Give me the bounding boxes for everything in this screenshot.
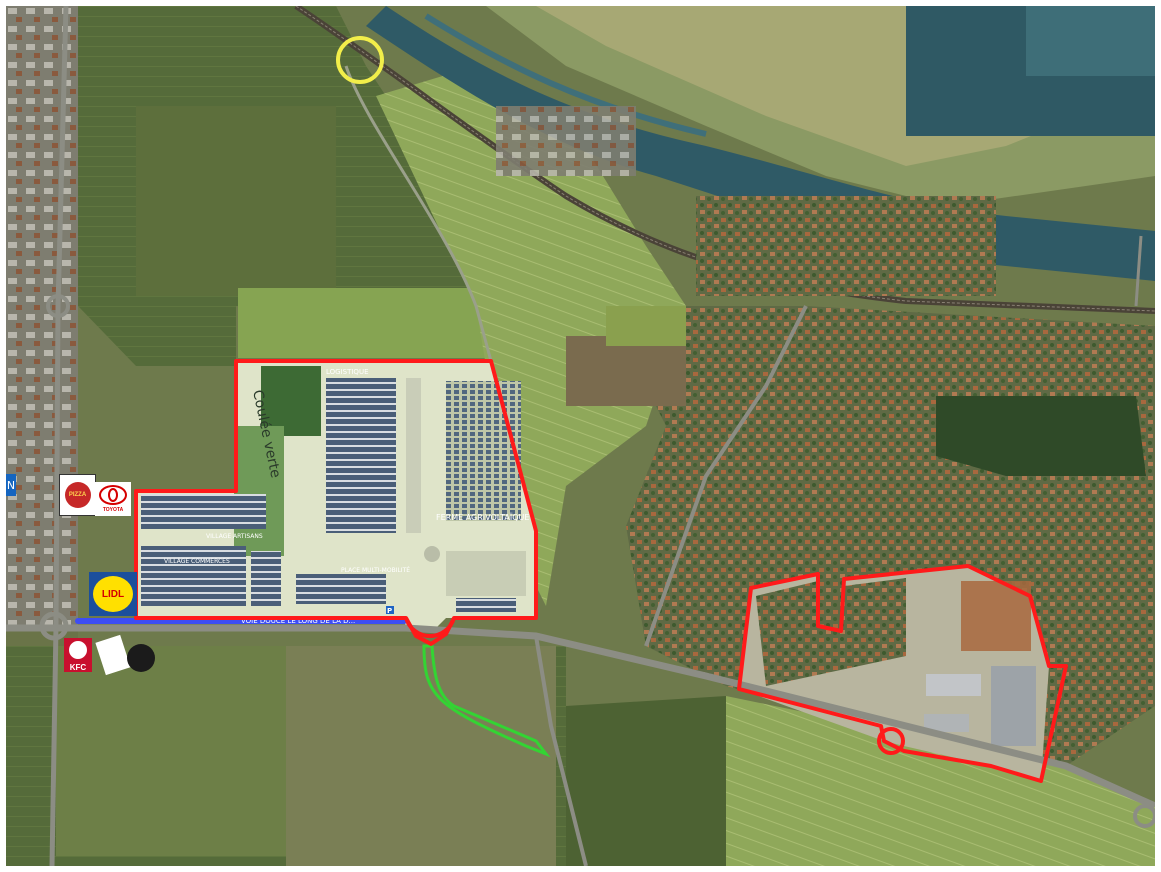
toyota-logo-icon: TOYOTA [95,482,131,516]
access-path [422,644,551,758]
parking-icon: P [387,607,392,615]
lidl-logo-circle: LIDL [93,576,133,612]
label-commerce-village: VILLAGE COMMERCES [164,558,230,565]
roundabout-boundary [404,617,456,638]
pizza-logo-icon: PIZZA [59,474,96,516]
round-brand-logo-icon [127,644,155,672]
label-greenway: VOIE DOUCE LE LONG DE LA D... [241,617,355,625]
toyota-emblem-icon [99,485,127,505]
aerial-imagery: VOIE DOUCE LE LONG DE LA D... Coulée ver… [6,6,1155,866]
kfc-logo-text: KFC [69,662,87,672]
label-agrivoltaic-farm: FERME AGRIVOLTAÏQUE [436,512,529,522]
pizza-logo-mark: PIZZA [64,482,91,508]
label-artisan-village: VILLAGE ARTISANS [206,533,263,540]
toyota-logo-text: TOYOTA [102,507,124,513]
pizza-logo-text: PIZZA [68,492,87,498]
lidl-logo-text: LIDL [101,588,125,600]
project-boundary-west [134,359,538,646]
label-mobility-hub: PLACE MULTI-MOBILITÉ [341,566,410,574]
aerial-site-map: VOIE DOUCE LE LONG DE LA D... Coulée ver… [6,6,1155,866]
kfc-colonel-icon [67,638,89,661]
label-logistics: LOGISTIQUE [326,368,369,376]
brand-sign-icon: N [6,474,16,496]
highlight-circle [336,36,384,84]
kfc-logo-icon: KFC [64,638,92,672]
lidl-logo-icon: LIDL [89,572,137,616]
